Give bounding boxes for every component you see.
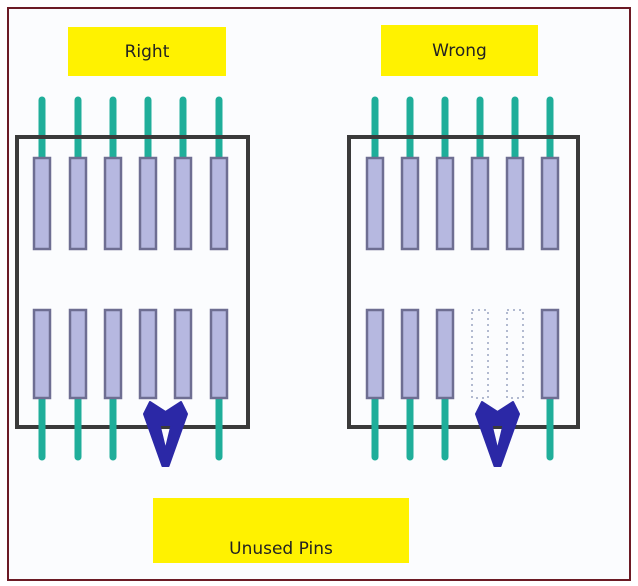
top-pad — [365, 156, 385, 251]
unused-pad-dashed — [471, 309, 489, 399]
arrow-icon — [143, 401, 188, 467]
bottom-pad — [400, 308, 420, 400]
bottom-pad — [540, 308, 560, 400]
top-pad — [68, 156, 88, 251]
top-pad — [400, 156, 420, 251]
bottom-pad — [103, 308, 123, 400]
top-pad — [505, 156, 525, 251]
unused-pins-label: Unused Pins — [153, 498, 409, 563]
unused-pad — [173, 308, 193, 400]
bottom-pad — [68, 308, 88, 400]
right-chip-body — [15, 135, 250, 429]
top-pad — [32, 156, 52, 251]
wrong-chip-body — [347, 135, 580, 429]
arrow-icon — [475, 401, 520, 467]
wrong-label: Wrong — [381, 25, 538, 76]
unused-pad — [138, 308, 158, 400]
top-pad — [209, 156, 229, 251]
top-pad — [435, 156, 455, 251]
unused-pad-dashed — [506, 309, 524, 399]
bottom-pad — [32, 308, 52, 400]
bottom-pad — [209, 308, 229, 400]
bottom-pad — [435, 308, 455, 400]
top-pad — [540, 156, 560, 251]
top-pad — [138, 156, 158, 251]
top-pad — [470, 156, 490, 251]
right-label: Right — [68, 27, 226, 76]
top-pad — [173, 156, 193, 251]
bottom-pad — [365, 308, 385, 400]
top-pad — [103, 156, 123, 251]
